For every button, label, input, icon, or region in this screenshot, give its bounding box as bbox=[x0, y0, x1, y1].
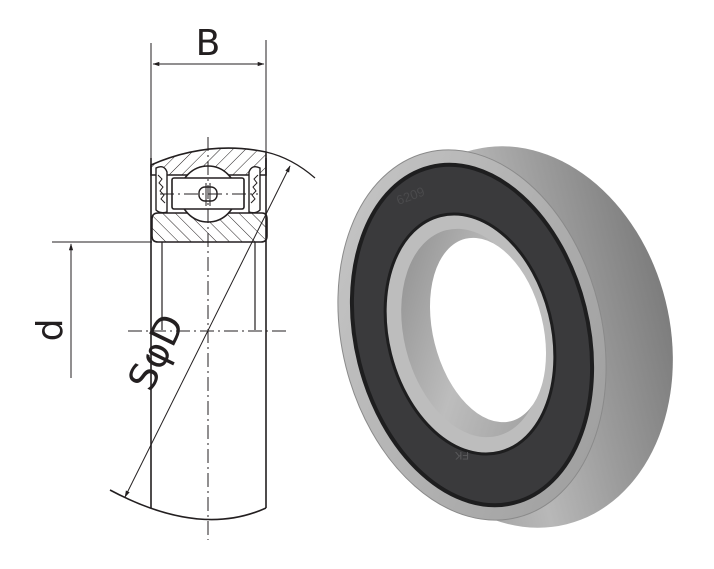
bearing-photo: 6209 FK bbox=[337, 146, 673, 528]
label-d: d bbox=[30, 319, 71, 342]
label-b: B bbox=[196, 23, 221, 64]
label-sphere-diameter: SφD bbox=[119, 307, 193, 397]
bore-hole bbox=[429, 237, 547, 423]
cross-section-drawing bbox=[52, 40, 316, 540]
dimension-sd-line bbox=[124, 165, 291, 498]
outer-sphere-arc-top bbox=[265, 151, 316, 179]
seal-marking-bottom: FK bbox=[454, 449, 469, 461]
outer-sphere-arc-bottom bbox=[109, 489, 267, 521]
